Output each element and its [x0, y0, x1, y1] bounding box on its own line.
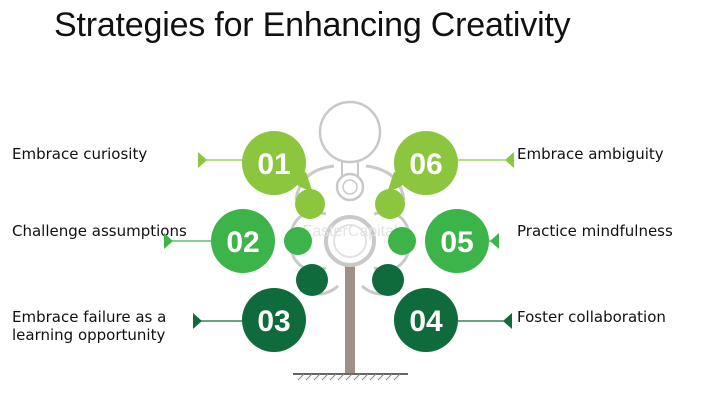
node-02: 02: [211, 209, 275, 273]
node-03: 03: [242, 288, 306, 352]
node-06-number: 06: [409, 148, 442, 181]
tree-trunk: [345, 262, 355, 374]
node-01: 01: [242, 131, 306, 195]
strategy-label-06: Embrace ambiguity: [517, 145, 664, 163]
page-title: Strategies for Enhancing Creativity: [54, 6, 571, 44]
arrow-head-06: [505, 152, 514, 168]
arrow-head-03: [193, 313, 202, 329]
watermark-text: FasterCapital: [302, 223, 397, 240]
strategy-label-05: Practice mindfulness: [517, 222, 673, 240]
node-06: 06: [394, 131, 458, 195]
ground-hatching: [297, 373, 401, 381]
strategy-label-01: Embrace curiosity: [12, 145, 148, 163]
small-ball-01: [295, 189, 325, 219]
strategy-label-03-line2: learning opportunity: [12, 326, 166, 344]
arrow-head-05: [490, 233, 499, 249]
node-03-number: 03: [257, 305, 290, 338]
strategy-label-04: Foster collaboration: [517, 308, 666, 326]
small-ball-05: [388, 227, 416, 255]
node-02-number: 02: [226, 226, 259, 259]
connector-lines: [166, 159, 512, 322]
arrow-head-04: [503, 313, 512, 329]
arrow-head-01: [198, 152, 207, 168]
small-ball-04: [372, 264, 404, 296]
node-04-number: 04: [409, 305, 443, 338]
central-hub-inner: [333, 224, 367, 258]
strategy-label-03: Embrace failure as a learning opportunit…: [12, 308, 166, 344]
strategy-label-02: Challenge assumptions: [12, 222, 187, 240]
node-05-number: 05: [440, 226, 473, 259]
node-05: 05: [425, 209, 489, 273]
top-bulb-outline: [318, 100, 382, 164]
node-01-number: 01: [257, 148, 290, 181]
small-ball-03: [296, 264, 328, 296]
node-04: 04: [394, 288, 458, 352]
top-knot-inner: [342, 179, 358, 195]
small-ball-06: [375, 189, 405, 219]
small-ball-02: [284, 227, 312, 255]
arrow-head-02: [164, 233, 173, 249]
strategy-label-03-line1: Embrace failure as a: [12, 308, 167, 326]
